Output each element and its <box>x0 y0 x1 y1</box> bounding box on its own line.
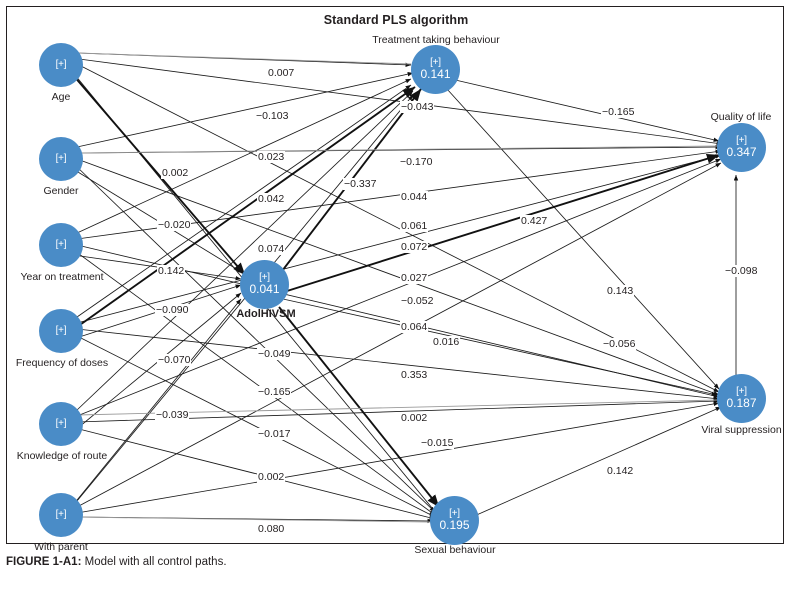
path-coefficient-label: 0.044 <box>400 191 429 203</box>
path-coefficient-label: −0.165 <box>601 106 636 118</box>
figure-caption: FIGURE 1-A1: Model with all control path… <box>6 556 786 568</box>
path-coefficient-label: 0.002 <box>257 471 286 483</box>
node-badge: [+] <box>736 134 747 146</box>
path-coefficient-label: −0.103 <box>255 110 290 122</box>
path-coefficient-label: −0.098 <box>724 265 759 277</box>
node-r2-value: 0.187 <box>726 396 757 411</box>
path-coefficient-label: 0.016 <box>432 336 461 348</box>
path-coefficient-label: −0.039 <box>155 409 190 421</box>
figure-caption-text: Model with all control paths. <box>84 556 227 568</box>
path-coefficient-label: −0.043 <box>400 101 435 113</box>
path-coefficient-label: 0.142 <box>157 265 186 277</box>
node-badge: [+] <box>55 417 67 429</box>
node-knowledge-of-route[interactable]: [+] <box>39 402 83 446</box>
node-r2-value: 0.347 <box>726 145 757 160</box>
path-coefficient-label: 0.002 <box>161 167 190 179</box>
path-coefficient-label: 0.042 <box>257 193 286 205</box>
node-age[interactable]: [+] <box>39 43 83 87</box>
node-label-with-parent: With parent <box>34 541 88 553</box>
node-quality-of-life[interactable]: [+] 0.347 <box>717 123 766 172</box>
path-coefficient-label: 0.061 <box>400 220 429 232</box>
path-coefficient-label: 0.143 <box>606 285 635 297</box>
node-frequency-of-doses[interactable]: [+] <box>39 309 83 353</box>
chart-title: Standard PLS algorithm <box>323 13 469 27</box>
path-coefficient-label: 0.427 <box>520 215 549 227</box>
path-coefficient-label: 0.142 <box>606 465 635 477</box>
node-sexual-behaviour[interactable]: [+] 0.195 <box>430 496 479 545</box>
node-badge: [+] <box>430 56 441 68</box>
node-r2-value: 0.141 <box>420 67 451 82</box>
path-coefficient-label: 0.023 <box>257 151 286 163</box>
node-badge: [+] <box>55 324 67 336</box>
node-badge: [+] <box>55 238 67 250</box>
figure-caption-label: FIGURE 1-A1: <box>6 556 82 568</box>
node-badge: [+] <box>55 58 67 70</box>
diagram-frame: Standard PLS algorithm <box>6 6 784 556</box>
node-label-quality-of-life: Quality of life <box>710 111 772 123</box>
path-coefficient-label: −0.090 <box>155 304 190 316</box>
node-label-adolhivsm: AdolHIVSM <box>236 308 296 320</box>
node-label-year-on-treatment: Year on treatment <box>20 271 104 283</box>
path-coefficient-label: −0.056 <box>602 338 637 350</box>
path-coefficient-label: 0.080 <box>257 523 286 535</box>
path-coefficient-label: −0.170 <box>399 156 434 168</box>
path-coefficient-label: 0.027 <box>400 272 429 284</box>
node-r2-value: 0.195 <box>439 518 470 533</box>
node-gender[interactable]: [+] <box>39 137 83 181</box>
path-coefficient-label: 0.007 <box>267 67 296 79</box>
path-coefficient-label: 0.064 <box>400 321 429 333</box>
node-adolhivsm[interactable]: [+] 0.041 <box>240 260 289 309</box>
path-coefficient-label: 0.074 <box>257 243 286 255</box>
path-coefficient-label: −0.017 <box>257 428 292 440</box>
path-coefficient-label: −0.049 <box>257 348 292 360</box>
path-coefficient-label: 0.353 <box>400 369 429 381</box>
node-label-knowledge-of-route: Knowledge of route <box>16 450 108 462</box>
path-coefficient-label: −0.020 <box>157 219 192 231</box>
path-coefficient-label: −0.070 <box>157 354 192 366</box>
path-coefficient-label: −0.165 <box>257 386 292 398</box>
node-label-viral-suppression: Viral suppression <box>701 424 782 436</box>
path-coefficient-label: 0.072 <box>400 241 429 253</box>
path-coefficient-label: −0.337 <box>343 178 378 190</box>
node-badge: [+] <box>259 271 270 283</box>
node-with-parent[interactable]: [+] <box>39 493 83 537</box>
node-label-frequency-of-doses: Frequency of doses <box>15 357 109 369</box>
node-label-treatment-taking-behaviour: Treatment taking behaviour <box>372 34 500 46</box>
node-treatment-taking-behaviour[interactable]: [+] 0.141 <box>411 45 460 94</box>
node-r2-value: 0.041 <box>249 282 280 297</box>
node-year-on-treatment[interactable]: [+] <box>39 223 83 267</box>
node-viral-suppression[interactable]: [+] 0.187 <box>717 374 766 423</box>
node-badge: [+] <box>449 507 460 519</box>
node-badge: [+] <box>55 152 67 164</box>
node-label-age: Age <box>51 91 71 103</box>
path-coefficient-label: 0.002 <box>400 412 429 424</box>
node-label-sexual-behaviour: Sexual behaviour <box>414 544 496 556</box>
path-coefficient-label: −0.015 <box>420 437 455 449</box>
path-diagram-canvas <box>72 52 739 524</box>
node-badge: [+] <box>736 385 747 397</box>
edge-group-thin <box>72 52 739 524</box>
path-coefficient-label: −0.052 <box>400 295 435 307</box>
node-badge: [+] <box>55 508 67 520</box>
node-label-gender: Gender <box>43 185 79 197</box>
